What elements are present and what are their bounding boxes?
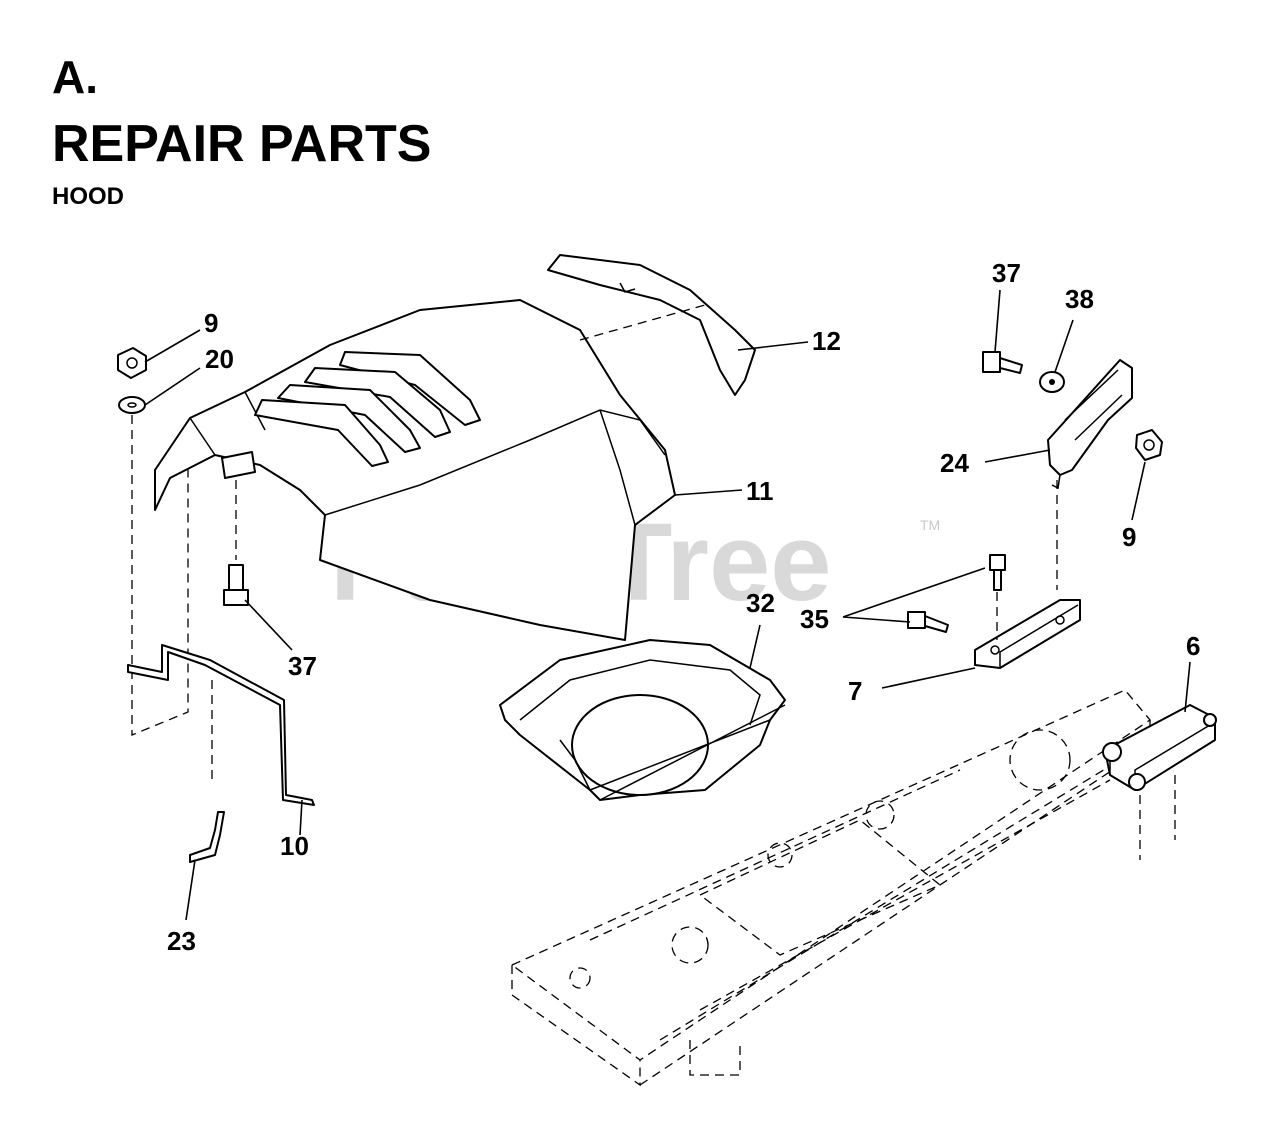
part-37-bolt-left — [223, 564, 249, 606]
part-23-clip — [189, 811, 225, 863]
part-6-pivot-bracket — [1102, 704, 1217, 860]
callout-37-left: 37 — [288, 651, 317, 681]
callout-32: 32 — [746, 588, 775, 618]
section-letter: A. — [52, 51, 98, 103]
leader-lines — [144, 289, 1191, 921]
part-9-nut-left — [117, 347, 147, 379]
section-subtitle: HOOD — [52, 183, 124, 210]
callout-12: 12 — [812, 326, 841, 356]
callout-7: 7 — [848, 676, 862, 706]
watermark-trademark: TM — [920, 517, 940, 533]
part-20-washer — [118, 396, 146, 414]
tractor-frame — [510, 689, 1151, 1087]
callout-10: 10 — [280, 831, 309, 861]
part-38-washer — [1039, 371, 1065, 393]
part-11-hood — [154, 299, 676, 641]
callout-9-left: 9 — [204, 308, 218, 338]
callout-24: 24 — [940, 448, 969, 478]
part-10-hood-rod — [127, 644, 315, 806]
part-37-bolt-right — [982, 351, 1023, 374]
part-9-nut-right — [1135, 429, 1163, 461]
callout-23: 23 — [167, 926, 196, 956]
part-35-bolts — [907, 554, 1006, 640]
callout-20: 20 — [205, 344, 234, 374]
callout-38: 38 — [1065, 284, 1094, 314]
part-7-hood-bracket — [974, 480, 1081, 669]
part-24-hinge-bracket — [1047, 359, 1133, 490]
page-title: REPAIR PARTS — [52, 115, 432, 173]
callout-37-right: 37 — [992, 258, 1021, 288]
part-12-hood-trim — [547, 254, 756, 396]
part-32-dash-panel — [499, 639, 786, 801]
callout-11: 11 — [746, 476, 774, 506]
left-hinge-guide-lines — [131, 415, 189, 736]
callout-35: 35 — [800, 604, 829, 634]
callout-9-right: 9 — [1122, 522, 1136, 552]
callout-6: 6 — [1186, 631, 1200, 661]
